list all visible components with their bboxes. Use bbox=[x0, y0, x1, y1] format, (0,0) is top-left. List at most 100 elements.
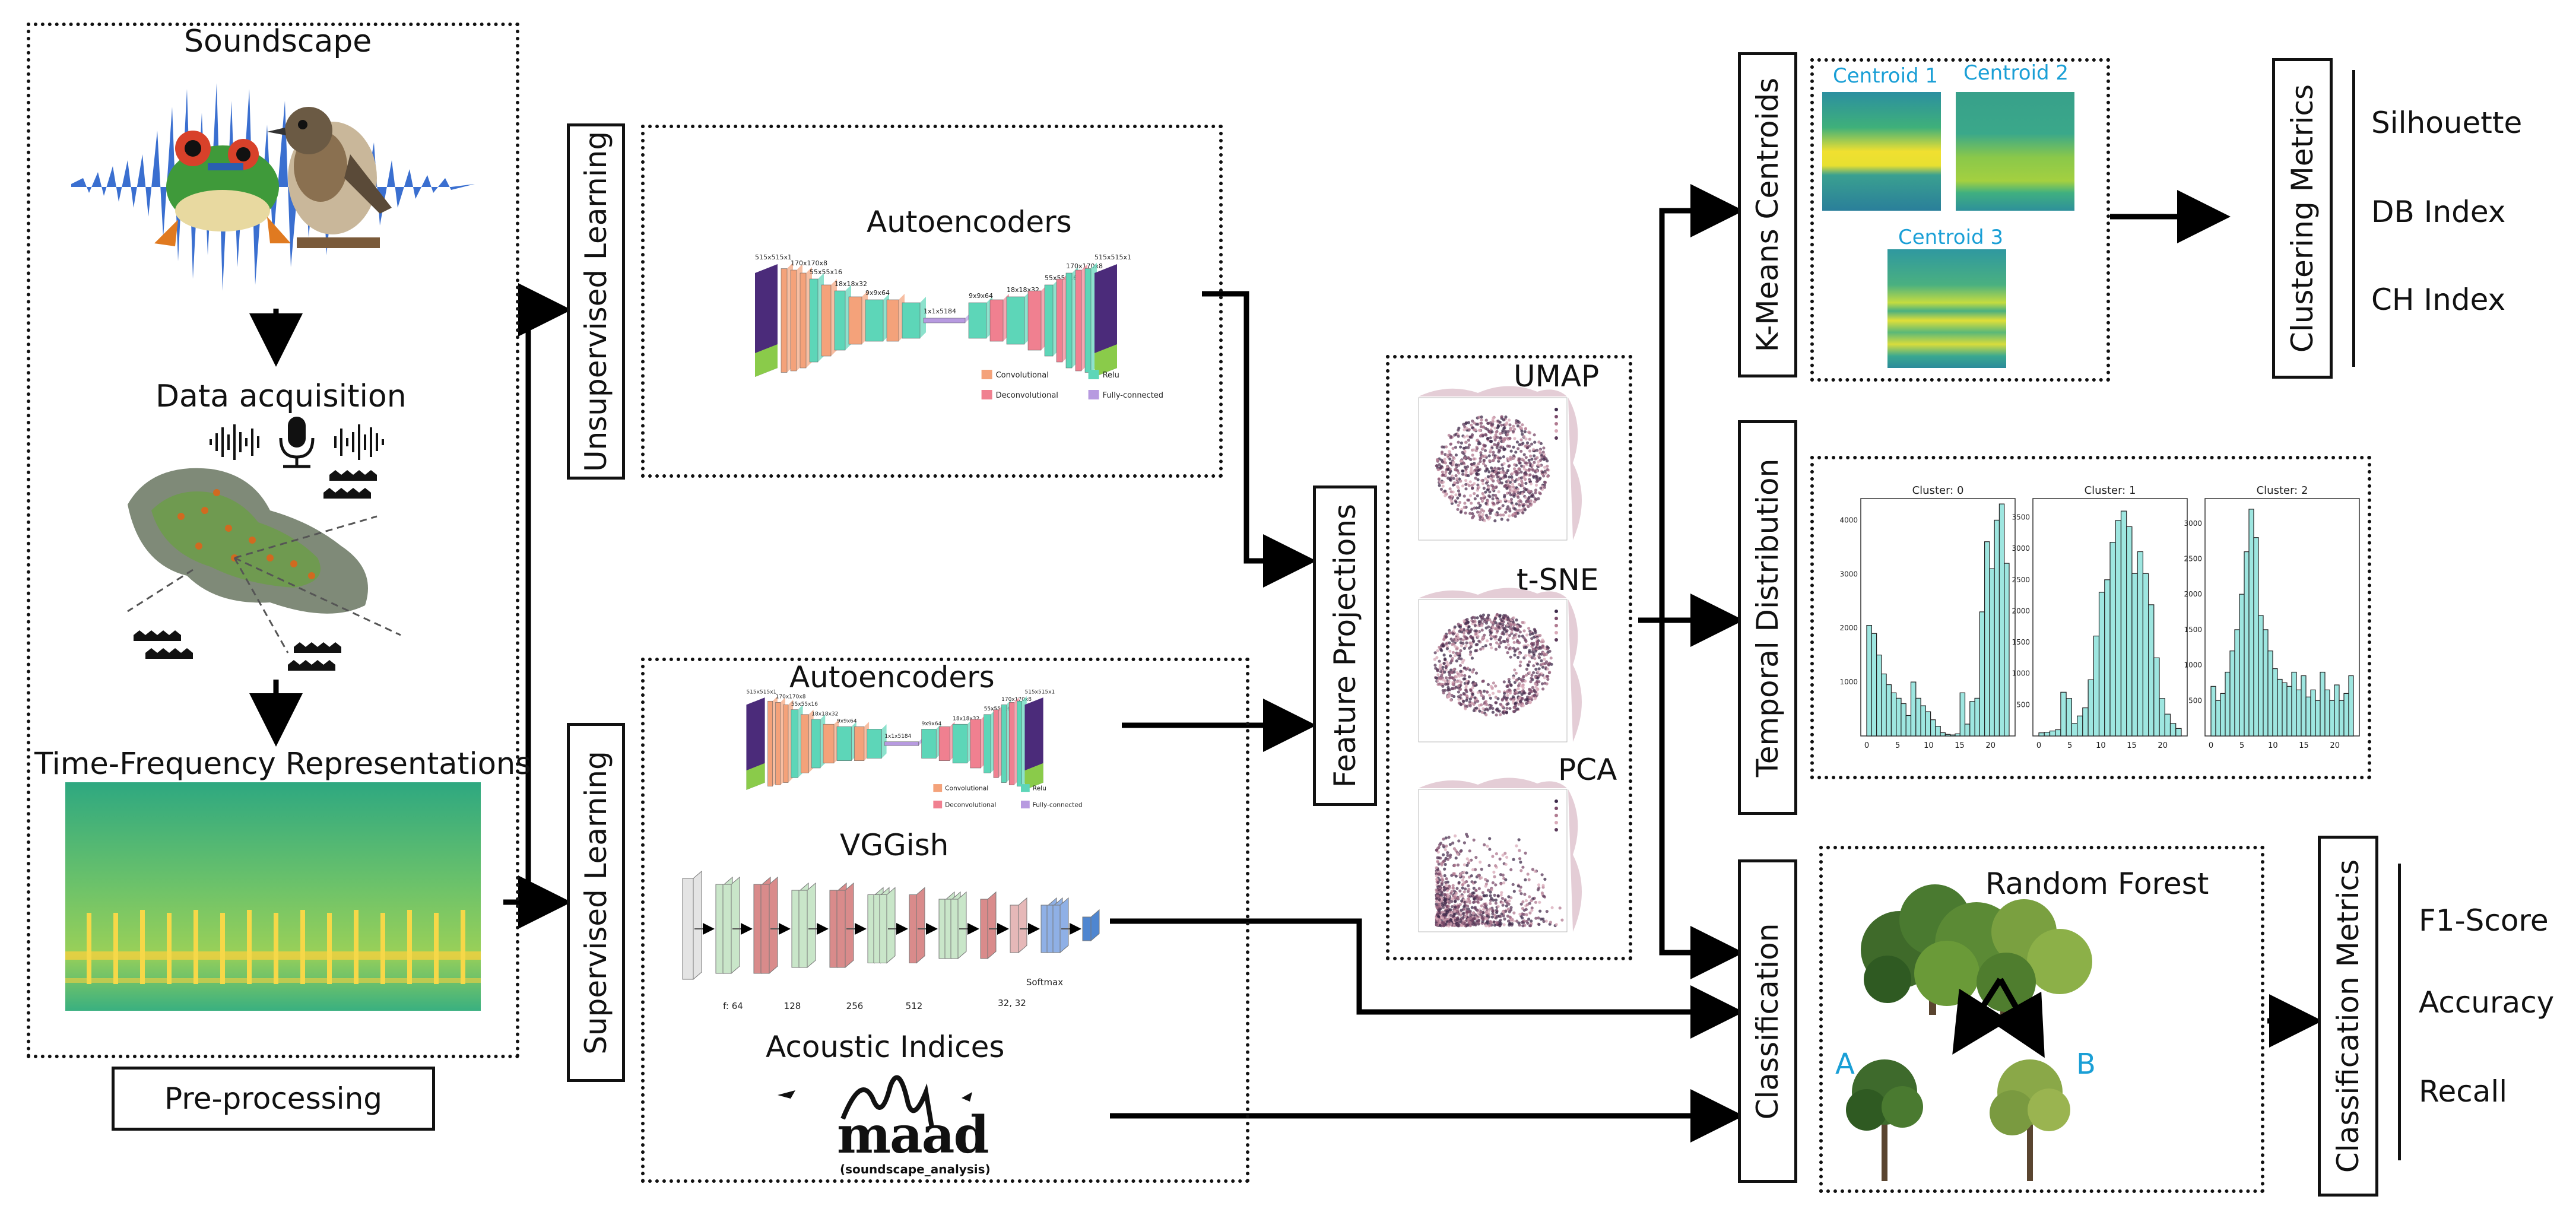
projection-point bbox=[1455, 477, 1459, 481]
forest-icon bbox=[1861, 884, 2092, 1021]
histogram-bar bbox=[2348, 675, 2354, 737]
projection-point bbox=[1502, 455, 1505, 459]
projection-point bbox=[1498, 614, 1502, 617]
projection-legend-marker bbox=[1555, 814, 1558, 817]
projection-point bbox=[1445, 453, 1449, 457]
projection-point bbox=[1474, 671, 1479, 675]
projection-point bbox=[1460, 644, 1463, 648]
projection-point bbox=[1506, 651, 1509, 655]
projection-point bbox=[1506, 479, 1510, 483]
projection-point bbox=[1502, 881, 1506, 885]
projection-point bbox=[1440, 674, 1444, 677]
projection-point bbox=[1505, 855, 1509, 859]
projection-legend-marker bbox=[1555, 408, 1558, 411]
projection-point bbox=[1505, 471, 1508, 475]
projection-point bbox=[1449, 908, 1452, 912]
projection-point bbox=[1534, 649, 1537, 653]
projection-point bbox=[1452, 481, 1456, 484]
projection-point bbox=[1514, 450, 1518, 454]
projection-point bbox=[1537, 497, 1540, 500]
metric-f1-score: F1-Score bbox=[2419, 903, 2549, 938]
ae-layer-label: 18x18x32 bbox=[953, 716, 979, 722]
kmeans-centroids-label: K-Means Centroids bbox=[1750, 77, 1785, 353]
projection-point bbox=[1506, 445, 1509, 448]
projection-point bbox=[1509, 691, 1512, 695]
projection-axes bbox=[1418, 397, 1568, 541]
projection-point bbox=[1442, 906, 1445, 909]
projection-point bbox=[1496, 921, 1499, 925]
projection-point bbox=[1471, 620, 1475, 623]
projection-point bbox=[1484, 502, 1488, 505]
projection-point bbox=[1515, 440, 1519, 444]
projection-point bbox=[1512, 890, 1516, 893]
projection-point bbox=[1448, 487, 1452, 491]
frog-icon bbox=[154, 131, 291, 246]
projection-point bbox=[1479, 497, 1483, 500]
projection-point bbox=[1519, 449, 1523, 453]
projection-point bbox=[1528, 449, 1532, 453]
ae-spectrogram-band bbox=[746, 763, 765, 790]
projection-point bbox=[1542, 458, 1546, 461]
projection-point bbox=[1441, 921, 1444, 924]
projection-point bbox=[1467, 675, 1471, 678]
projection-point bbox=[1461, 450, 1464, 454]
tfr-title: Time-Frequency Representations bbox=[34, 747, 531, 782]
projection-point bbox=[1495, 473, 1499, 477]
projection-legend-marker bbox=[1555, 828, 1558, 832]
projection-legend-marker bbox=[1555, 631, 1558, 634]
projection-point bbox=[1513, 427, 1517, 431]
projection-point bbox=[1492, 459, 1495, 462]
projection-point bbox=[1486, 616, 1490, 620]
projection-point bbox=[1531, 464, 1534, 467]
projection-point bbox=[1448, 843, 1452, 846]
projection-point bbox=[1473, 506, 1476, 510]
projection-point bbox=[1473, 421, 1476, 425]
projection-point bbox=[1477, 887, 1481, 890]
projection-point bbox=[1528, 671, 1531, 674]
projection-point bbox=[1501, 873, 1505, 877]
projection-point bbox=[1450, 500, 1454, 503]
projection-point bbox=[1456, 918, 1460, 921]
projection-point bbox=[1452, 847, 1456, 851]
ae-layer bbox=[1065, 272, 1073, 369]
projection-point bbox=[1487, 625, 1490, 629]
projection-point bbox=[1445, 909, 1449, 913]
projection-point bbox=[1454, 500, 1458, 504]
ae-legend-label: Fully-connected bbox=[1033, 801, 1083, 809]
projection-point bbox=[1465, 871, 1468, 875]
metric-silhouette: Silhouette bbox=[2371, 106, 2523, 140]
projection-point bbox=[1519, 902, 1523, 906]
projection-point bbox=[1464, 478, 1468, 483]
projection-point bbox=[1444, 881, 1448, 884]
projection-point bbox=[1454, 834, 1457, 837]
projection-point bbox=[1522, 476, 1526, 480]
projection-point bbox=[1508, 633, 1512, 637]
ae-legend-label: Convolutional bbox=[996, 371, 1049, 380]
projection-point bbox=[1480, 703, 1483, 707]
vgg-layer-side bbox=[807, 882, 816, 969]
projection-point bbox=[1492, 870, 1496, 874]
projection-point bbox=[1481, 454, 1484, 458]
projection-point bbox=[1532, 694, 1536, 697]
projection-point bbox=[1521, 865, 1525, 869]
ae-layer-label: 515x515x1 bbox=[1095, 253, 1131, 261]
projection-point bbox=[1435, 866, 1438, 870]
projection-point bbox=[1501, 910, 1505, 913]
projection-point bbox=[1458, 894, 1462, 898]
projection-legend-marker bbox=[1555, 610, 1558, 613]
projection-point bbox=[1462, 461, 1465, 465]
projection-point bbox=[1509, 908, 1513, 912]
ae-layer-label: 9x9x64 bbox=[865, 289, 890, 297]
projection-point bbox=[1504, 614, 1508, 617]
projection-point bbox=[1524, 851, 1527, 855]
projection-point bbox=[1476, 634, 1480, 638]
projection-point bbox=[1470, 507, 1474, 511]
projection-point bbox=[1510, 472, 1514, 475]
ae-layer bbox=[848, 296, 862, 345]
projection-point bbox=[1435, 677, 1439, 680]
projection-point bbox=[1509, 868, 1513, 871]
projection-point bbox=[1528, 902, 1531, 905]
clustering-metrics-label: Clustering Metrics bbox=[2285, 84, 2320, 353]
projection-point bbox=[1519, 660, 1522, 664]
histogram-bar bbox=[2267, 650, 2273, 737]
